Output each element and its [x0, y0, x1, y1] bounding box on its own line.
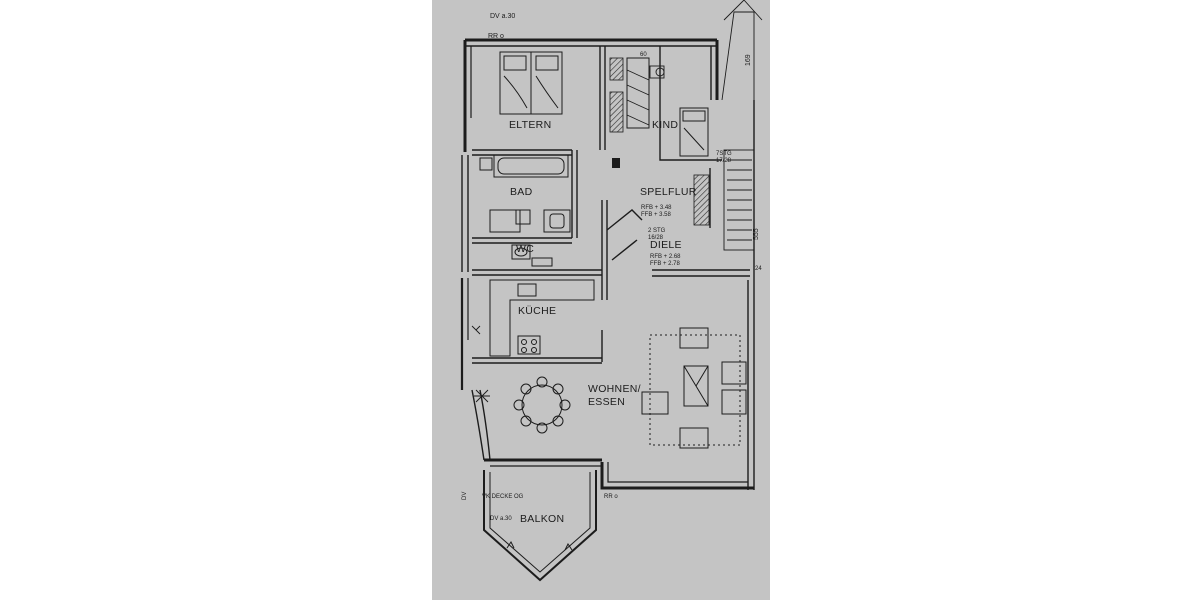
bath-fixtures	[489, 209, 571, 233]
staircase	[721, 0, 763, 251]
room-label-wc: WC	[516, 243, 534, 255]
room-label-balkon: BALKON	[520, 513, 564, 525]
bathtub	[479, 154, 569, 178]
note-rr-top: RR o	[488, 33, 504, 40]
balcony	[483, 470, 597, 582]
note-spelflur-ffb: FFB + 3.58	[641, 212, 672, 218]
dining-table	[513, 376, 571, 434]
kitchen-counter	[489, 279, 595, 357]
floor-plan-drawing: ELTERN KIND BAD SPELFLUR WC DIELE KÜCHE …	[460, 0, 763, 582]
dimension-555: 555	[753, 228, 760, 240]
exterior-walls	[460, 38, 755, 490]
interior-walls	[472, 46, 750, 364]
room-label-wohnen: WOHNEN/	[588, 383, 641, 395]
note-stairs-lower: 2 STG	[648, 228, 666, 234]
room-label-spelflur: SPELFLUR	[640, 186, 697, 198]
room-label-eltern: ELTERN	[509, 119, 551, 131]
note-stairs-upper: 7STG	[716, 151, 732, 157]
room-label-bad: BAD	[510, 186, 533, 198]
note-diele-rfb: RFB + 2.68	[650, 254, 681, 260]
double-bed	[499, 51, 563, 115]
room-label-kueche: KÜCHE	[518, 305, 556, 317]
note-diele-ffb: FFB + 2.78	[650, 261, 681, 267]
room-label-kind: KIND	[652, 119, 678, 131]
room-label-essen: ESSEN	[588, 396, 625, 408]
room-label-diele: DIELE	[650, 239, 682, 251]
note-dv-bottom: DV	[462, 492, 468, 500]
single-bed	[679, 107, 709, 157]
dimension-60: 60	[640, 52, 647, 58]
floor-plan-paper: ELTERN KIND BAD SPELFLUR WC DIELE KÜCHE …	[432, 0, 770, 600]
note-rr-bottom: RR o	[604, 494, 618, 500]
note-dv-balkon: DV a.30	[490, 516, 512, 522]
dimension-169: 169	[745, 54, 752, 66]
living-sofa-set	[641, 327, 747, 449]
note-spelflur-rfb: RFB + 3.48	[641, 205, 672, 211]
plant-symbols	[471, 325, 490, 403]
note-vk-decke: VK DECKE OG	[482, 494, 524, 500]
wc-fixture	[511, 244, 553, 267]
note-stairs-lower-ratio: 16/28	[648, 235, 664, 241]
dimension-24: 24	[755, 266, 762, 272]
note-dv-top: DV a.30	[490, 13, 515, 20]
note-stairs-upper-ratio: 17/28	[716, 158, 732, 164]
desk-chair	[649, 65, 665, 79]
hatched-shafts	[609, 57, 710, 226]
